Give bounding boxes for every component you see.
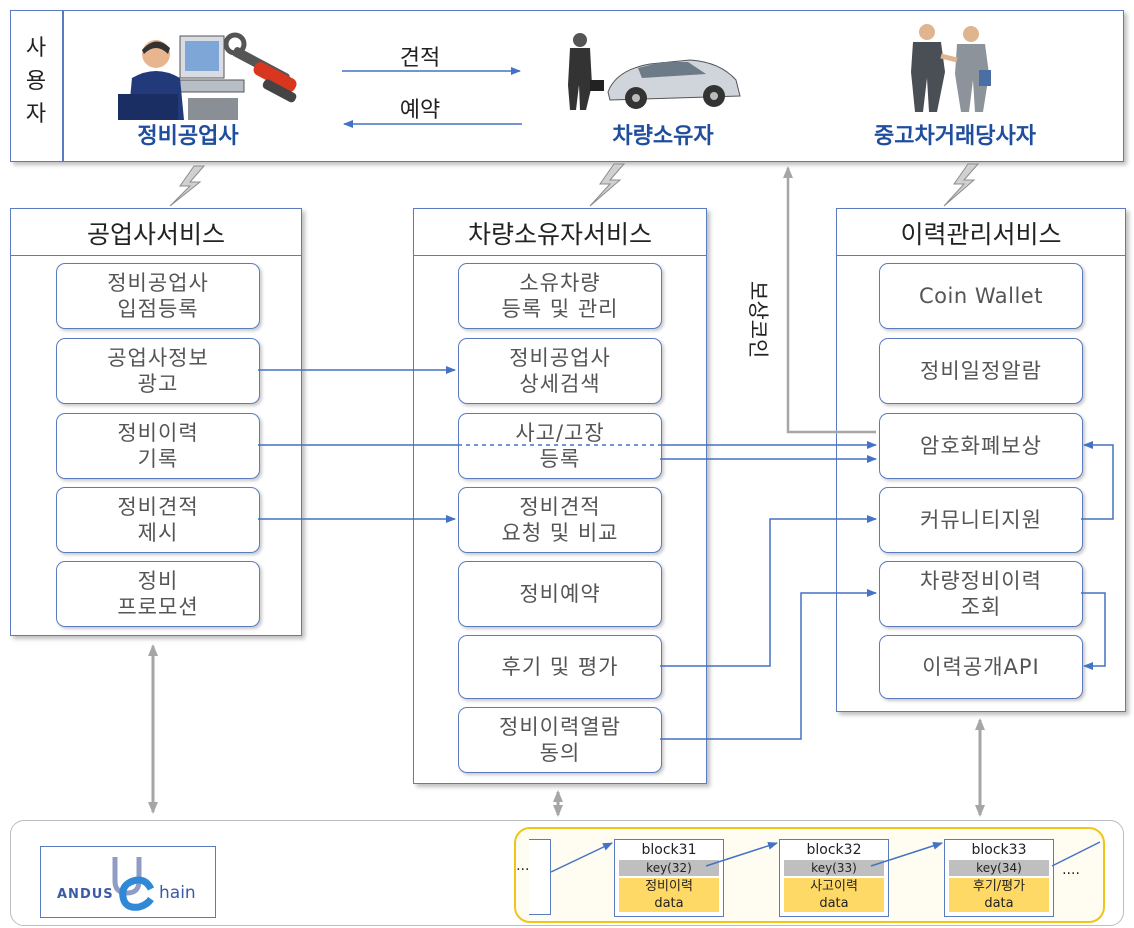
reward-coin-label: 보상코인 <box>746 281 770 359</box>
block-title: block33 <box>971 842 1027 858</box>
block-data: 후기/평가 data <box>949 878 1049 912</box>
owner-item-quote-compare: 정비견적 요청 및 비교 <box>458 487 662 553</box>
user-dealer: 중고차거래당사자 <box>874 124 1036 149</box>
chain-ellipsis-right: .... <box>1062 862 1080 878</box>
user-side-divider <box>62 11 64 161</box>
history-item-schedule-alarm: 정비일정알람 <box>879 338 1083 404</box>
block-key: key(34) <box>949 860 1049 876</box>
history-item-history-lookup: 차량정비이력 조회 <box>879 561 1083 627</box>
owner-item-accident-report: 사고/고장 등록 <box>458 413 662 479</box>
quote-label: 견적 <box>399 46 441 71</box>
owner-item-shop-search: 정비공업사 상세검색 <box>458 338 662 404</box>
bolt-dealer <box>943 163 980 207</box>
block-data: 사고이력 data <box>784 878 884 912</box>
mechanic-illustration <box>118 32 297 120</box>
owner-item-history-consent: 정비이력열람 동의 <box>458 707 662 773</box>
block-data: 정비이력 data <box>619 878 719 912</box>
owner-service-title: 차량소유자서비스 <box>414 215 706 256</box>
shop-service-title: 공업사서비스 <box>11 215 301 256</box>
block-key: key(33) <box>784 860 884 876</box>
user-car-owner: 차량소유자 <box>612 124 714 149</box>
block-33: block33 key(34) 후기/평가 data <box>944 839 1054 917</box>
history-service-title: 이력관리서비스 <box>837 215 1125 256</box>
user-side-label: 사 용 자 <box>25 36 47 127</box>
shop-item-register: 정비공업사 입점등록 <box>56 263 260 329</box>
bolt-owner <box>589 163 626 207</box>
history-item-community: 커뮤니티지원 <box>879 487 1083 553</box>
logo-text-right: hain <box>159 883 196 903</box>
shop-item-advertise: 공업사정보 광고 <box>56 338 260 404</box>
block-32: block32 key(33) 사고이력 data <box>779 839 889 917</box>
history-item-coin-wallet: Coin Wallet <box>879 263 1083 329</box>
owner-item-review: 후기 및 평가 <box>458 635 662 699</box>
shop-item-history-record: 정비이력 기록 <box>56 413 260 479</box>
owner-item-reservation: 정비예약 <box>458 561 662 627</box>
shop-item-quote: 정비견적 제시 <box>56 487 260 553</box>
andus-chain-logo: ANDUS hain <box>40 846 216 918</box>
car-owner-illustration <box>568 33 741 110</box>
block-title: block32 <box>806 842 862 858</box>
logo-text-left: ANDUS <box>57 887 114 902</box>
block-key: key(32) <box>619 860 719 876</box>
history-item-open-api: 이력공개API <box>879 635 1083 699</box>
owner-item-vehicle-manage: 소유차량 등록 및 관리 <box>458 263 662 329</box>
handshake-illustration <box>911 24 991 112</box>
shop-item-promotion: 정비 프로모션 <box>56 561 260 627</box>
reserve-label: 예약 <box>399 98 441 123</box>
chain-start-bracket <box>529 839 551 915</box>
bolt-shop <box>169 165 206 207</box>
history-item-crypto-reward: 암호화폐보상 <box>879 413 1083 479</box>
chain-logo-icon <box>112 857 155 911</box>
block-31: block31 key(32) 정비이력 data <box>614 839 724 917</box>
user-repair-shop: 정비공업사 <box>137 124 239 149</box>
block-title: block31 <box>641 842 697 858</box>
